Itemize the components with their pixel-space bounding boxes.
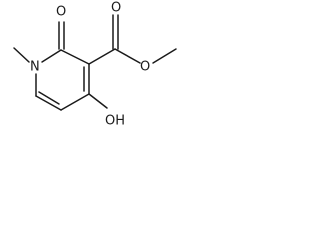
bond-c3-ester <box>88 48 116 65</box>
atom-label-o-ester-carbonyl: O <box>111 1 121 16</box>
bond-c5-c6 <box>35 95 62 111</box>
bond-c4-c5 <box>60 93 90 111</box>
atom-label-o-hydroxyl: OH <box>105 114 125 129</box>
bond-c4-oh <box>88 93 108 109</box>
molecule-structure: N O O O OH <box>13 1 177 129</box>
bond-o-methyl <box>152 48 177 64</box>
bond-n-c2 <box>41 49 62 63</box>
bond-ester-o <box>114 48 141 64</box>
atom-label-o-ester-ether: O <box>140 60 150 75</box>
atom-label-o-ring-carbonyl: O <box>56 5 66 20</box>
bond-n-methyl <box>13 47 30 63</box>
bond-c2-c3 <box>60 49 90 65</box>
bond-c5-c6-double <box>38 91 60 105</box>
bond-group <box>13 14 177 111</box>
atom-label-n1: N <box>30 60 40 75</box>
